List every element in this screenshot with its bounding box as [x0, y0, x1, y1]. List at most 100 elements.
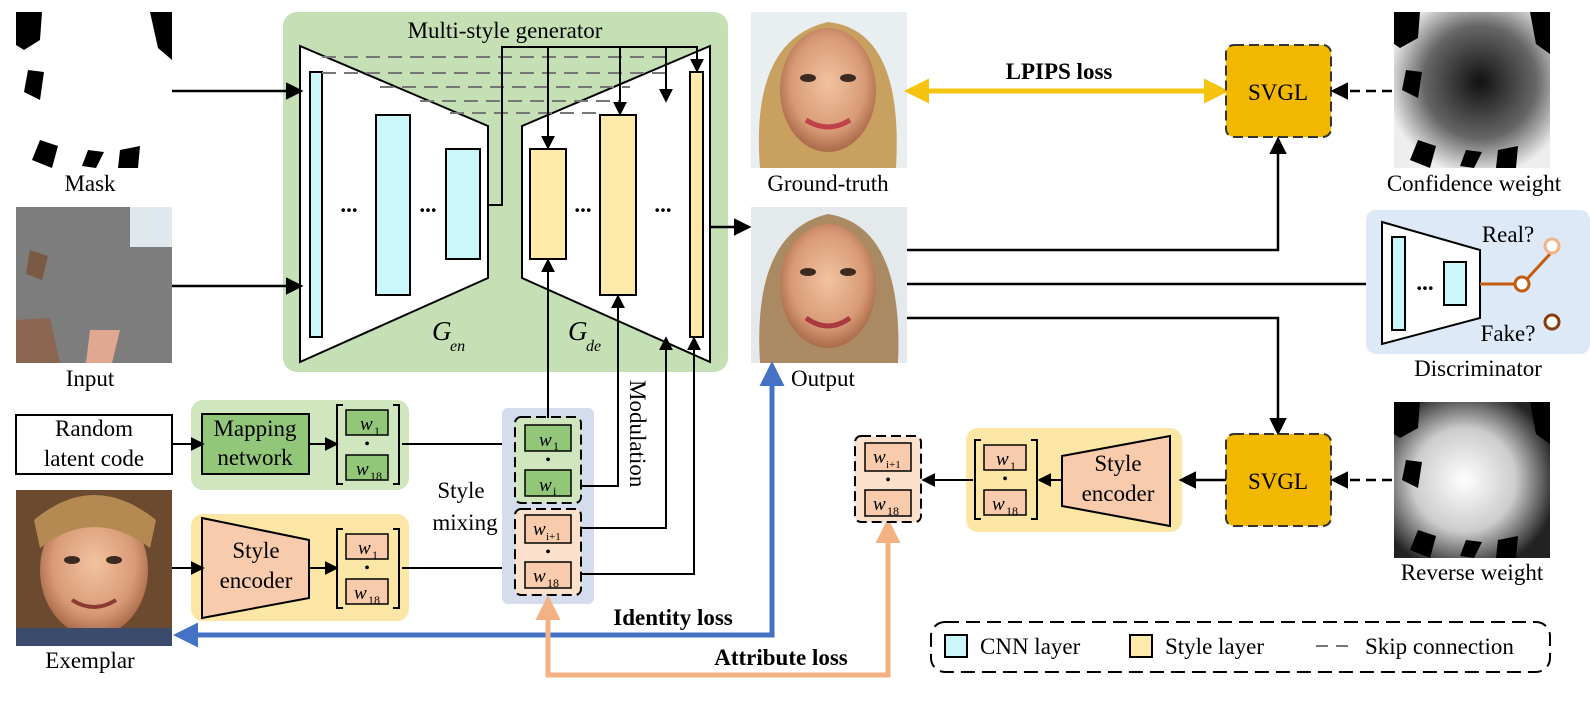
attribute-loss-arrow [535, 518, 901, 678]
mask-label: Mask [64, 171, 116, 196]
svg-text:en: en [450, 338, 465, 355]
real-node [1543, 237, 1561, 255]
svgl-top-label: SVGL [1248, 80, 1308, 105]
svg-text:G: G [568, 316, 588, 346]
output-label: Output [791, 366, 856, 391]
svg-text:1: 1 [1010, 459, 1016, 473]
mask-image [16, 12, 172, 168]
decoder-ellipsis-1: ... [574, 192, 591, 217]
discriminator-ellipsis: ... [1416, 270, 1433, 295]
output-style-encoder-trapezoid [1061, 434, 1171, 528]
selected-code-w18-text: w [873, 494, 886, 515]
lpips-loss-label: LPIPS loss [1006, 59, 1113, 84]
reverse-weight-image [1394, 402, 1550, 558]
svg-text:w: w [356, 459, 369, 480]
mapping-line1: Mapping [213, 416, 297, 441]
mixed-encoder-dots: • [545, 544, 551, 561]
decoder-label: G de [568, 316, 601, 355]
exemplar-image [16, 490, 172, 646]
discriminator-cnn-1 [1391, 236, 1406, 331]
discriminator-cnn-2 [1443, 261, 1467, 306]
legend-skip-label: Skip connection [1365, 634, 1514, 659]
random-latent-line1: Random [55, 416, 133, 441]
mixed-mapping-dots: • [545, 452, 551, 469]
encoder-cnn-layer-1 [309, 71, 323, 338]
output-style-encoder-line2: encoder [1082, 481, 1155, 506]
latent-bridge-arrow [488, 46, 704, 206]
ground-truth-image [751, 12, 907, 168]
svg-text:w: w [996, 449, 1009, 470]
exemplar-label: Exemplar [45, 648, 135, 673]
svg-text:w: w [992, 494, 1005, 515]
style-mixing-line2: mixing [432, 510, 498, 535]
decoder-ellipsis-2: ... [654, 192, 671, 217]
selected-code-wi1-text: w [873, 447, 886, 468]
legend [930, 621, 1551, 673]
ground-truth-label: Ground-truth [767, 171, 889, 196]
encoder-ellipsis-1: ... [340, 192, 357, 217]
input-label: Input [66, 366, 115, 391]
discriminator-switch-node [1513, 275, 1531, 293]
style-mixing-line1: Style [437, 478, 484, 503]
selected-code-wi1-sub: i+1 [886, 459, 901, 471]
mixed-code-w18-text: w [533, 566, 546, 587]
output-style-encoder-line1: Style [1094, 451, 1141, 476]
decoder-style-layer-2 [599, 114, 637, 296]
style-encoder-line2: encoder [220, 568, 293, 593]
fake-node [1543, 313, 1561, 331]
output-to-svgl-top-arrow [907, 136, 1287, 252]
legend-cnn-label: CNN layer [980, 634, 1081, 659]
svg-text:•: • [1002, 471, 1008, 488]
skip-connections [322, 56, 670, 114]
confidence-weight-label: Confidence weight [1387, 171, 1562, 196]
discriminator-trapezoid [1381, 220, 1481, 346]
selected-code-dots: • [885, 472, 891, 489]
legend-style-label: Style layer [1165, 634, 1264, 659]
output-to-svgl-bottom-arrow [907, 316, 1287, 436]
mixed-code-wi-text: w [539, 475, 552, 496]
svg-text:de: de [586, 338, 601, 355]
svg-text:18: 18 [368, 593, 380, 607]
svg-text:•: • [364, 560, 370, 577]
reverse-weight-label: Reverse weight [1401, 560, 1544, 585]
svgl-bottom-label: SVGL [1248, 469, 1308, 494]
encoder-cnn-layer-2 [375, 114, 411, 296]
legend-style-swatch [1129, 634, 1153, 658]
mixed-code-w1-sub: 1 [553, 439, 559, 453]
svg-text:1: 1 [374, 424, 380, 438]
mixed-code-w1-text: w [539, 430, 552, 451]
random-latent-line2: latent code [44, 446, 144, 471]
mixed-code-w18-sub: 18 [547, 576, 559, 590]
real-label: Real? [1482, 222, 1534, 247]
discriminator-label: Discriminator [1414, 356, 1542, 381]
modulation-label: Modulation [625, 380, 650, 488]
style-encoder-line1: Style [232, 538, 279, 563]
decoder-style-layer-1 [529, 148, 567, 260]
svg-text:•: • [364, 436, 370, 453]
encoder-cnn-layer-3 [445, 148, 481, 260]
mapping-line2: network [217, 445, 293, 470]
svg-text:18: 18 [370, 469, 382, 483]
decoder-style-layer-3 [689, 71, 704, 338]
svg-text:1: 1 [372, 548, 378, 562]
mixed-code-wi1-sub: i+1 [546, 531, 561, 543]
discriminator-switch-arm [1525, 252, 1552, 281]
identity-loss-arrow [173, 361, 785, 648]
output-image [751, 207, 907, 363]
confidence-weight-image [1394, 12, 1550, 168]
identity-loss-label: Identity loss [613, 605, 733, 630]
svg-text:w: w [354, 583, 367, 604]
random-latent-box [15, 414, 173, 475]
fake-label: Fake? [1481, 321, 1536, 346]
legend-cnn-swatch [944, 634, 968, 658]
encoder-label: G en [432, 316, 465, 355]
svg-text:18: 18 [1006, 504, 1018, 518]
encoder-ellipsis-2: ... [419, 192, 436, 217]
attribute-loss-label: Attribute loss [714, 645, 848, 670]
selected-code-w18-sub: 18 [887, 504, 899, 518]
svg-text:w: w [360, 414, 373, 435]
selected-code-w18 [864, 489, 912, 517]
generator-title: Multi-style generator [408, 18, 603, 43]
